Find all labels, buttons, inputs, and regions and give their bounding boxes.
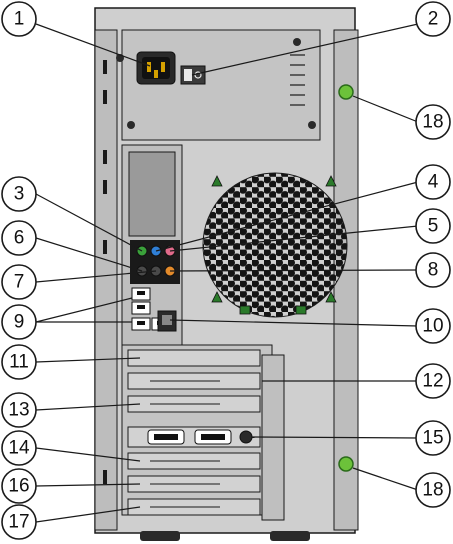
callout-1: 1 <box>1 1 37 37</box>
callout-leader-lines <box>35 23 419 523</box>
ac-power-connector <box>136 51 176 85</box>
callout-7: 7 <box>1 264 37 300</box>
callout-16: 16 <box>1 468 37 504</box>
callout-5-label: 5 <box>428 216 439 237</box>
power-supply-plate <box>121 29 321 141</box>
callout-10: 10 <box>415 308 451 344</box>
chassis-foot-left <box>140 531 180 541</box>
callout-13: 13 <box>1 392 37 428</box>
callout-14: 14 <box>1 430 37 466</box>
callout-8-label: 8 <box>428 260 439 281</box>
callout-16-label: 16 <box>8 476 29 497</box>
callout-9: 9 <box>1 304 37 340</box>
callout-5: 5 <box>415 208 451 244</box>
fan-mount-clips <box>211 175 337 315</box>
callout-12-label: 12 <box>422 371 443 392</box>
callout-17-label: 17 <box>8 512 29 533</box>
callout-1-label: 1 <box>14 9 25 30</box>
callout-9-label: 9 <box>14 312 25 333</box>
callout-12: 12 <box>415 363 451 399</box>
thumbscrew-bottom <box>338 456 354 472</box>
graphics-card-connectors <box>147 429 253 445</box>
ethernet-port <box>157 310 177 332</box>
callout-15-label: 15 <box>422 428 443 449</box>
callout-14-label: 14 <box>8 438 30 459</box>
chassis-left-rail <box>94 29 118 531</box>
callout-11-label: 11 <box>9 352 29 373</box>
callout-18-bottom: 18 <box>415 472 451 508</box>
left-rail-slots <box>103 60 107 484</box>
callout-18-top: 18 <box>415 104 451 140</box>
callout-4-label: 4 <box>428 172 439 193</box>
callout-10-label: 10 <box>422 316 443 337</box>
callout-11: 11 <box>1 344 37 380</box>
callout-2: 2 <box>415 1 451 37</box>
callout-13-label: 13 <box>8 400 29 421</box>
slot-cover-tabs <box>150 380 220 508</box>
callout-6: 6 <box>1 220 37 256</box>
io-shield-cutout <box>128 151 176 237</box>
callout-18-bottom-label: 18 <box>422 480 443 501</box>
callout-3: 3 <box>1 176 37 212</box>
callout-4: 4 <box>415 164 451 200</box>
callout-6-label: 6 <box>14 228 25 249</box>
callout-18-top-label: 18 <box>422 112 443 133</box>
chassis-foot-right <box>270 531 310 541</box>
callout-3-label: 3 <box>14 184 25 205</box>
power-supply-vent-lines <box>290 54 305 106</box>
callout-17: 17 <box>1 504 37 540</box>
callout-8: 8 <box>415 252 451 288</box>
fan-vent <box>202 172 348 318</box>
callout-2-label: 2 <box>428 9 439 30</box>
callout-7-label: 7 <box>14 272 25 293</box>
callout-15: 15 <box>415 420 451 456</box>
s-video-connector <box>239 430 253 444</box>
thumbscrew-top <box>338 84 354 100</box>
